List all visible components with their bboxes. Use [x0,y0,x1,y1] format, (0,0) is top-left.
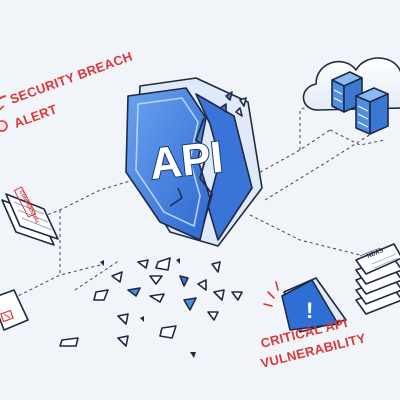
broken-shield-icon: API [125,77,263,247]
document-bottom-left [0,289,29,331]
server-stack-2 [355,87,389,135]
shield-debris [59,91,247,358]
shield-api-text: API [147,133,225,189]
confidential-stamp [13,186,37,218]
document-stack-label: NDAS [367,248,385,260]
cloud-server-icon [302,57,400,135]
warning-triangle-icon: ! [281,277,347,333]
document-stack-icon: NDAS [355,243,400,315]
network-connections [9,89,386,301]
warning-exclamation: ! [306,298,313,323]
alarm-siren-icon [0,95,8,132]
